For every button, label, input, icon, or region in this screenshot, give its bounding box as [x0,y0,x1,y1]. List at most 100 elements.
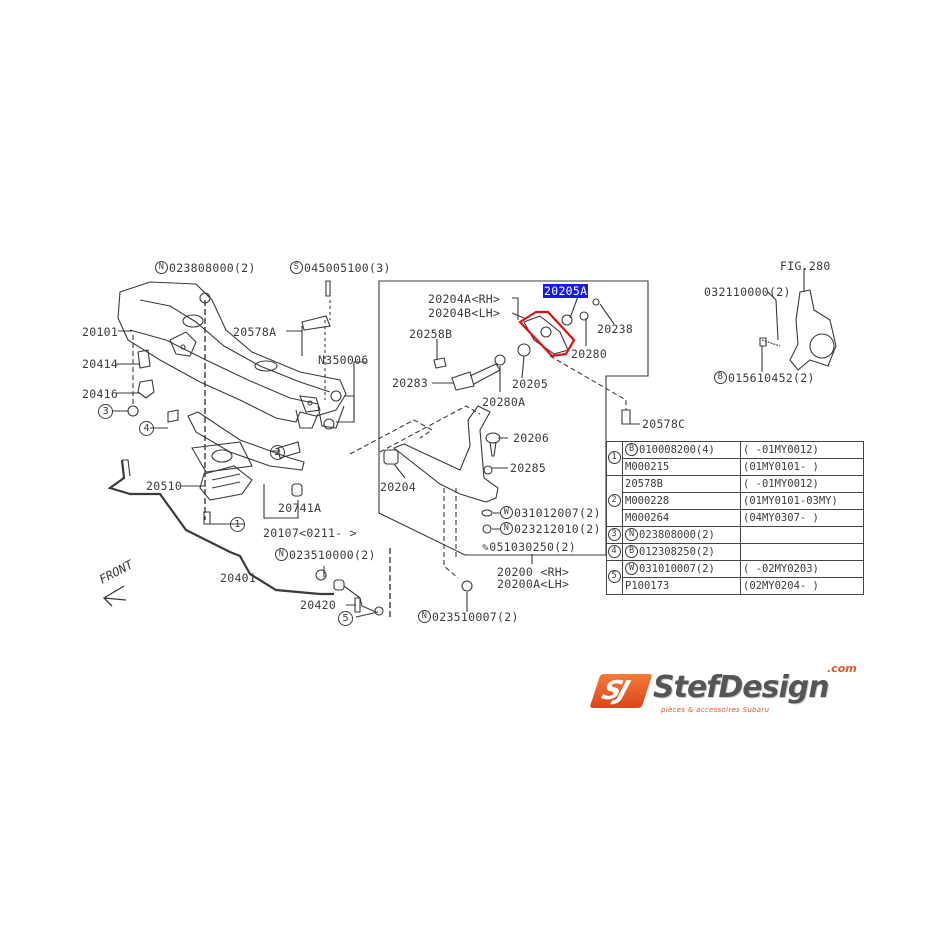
label-20414: 20414 [82,357,119,371]
part-number: M000215 [622,458,741,476]
label-20416: 20416 [82,387,119,401]
ref-5-icon: 5 [607,570,621,583]
label-20204: 20204 [380,480,417,494]
label-20200A: 20200A<LH> [497,577,570,591]
ref-2-icon: 2 [607,493,621,507]
label-20258B: 20258B [409,327,453,341]
bolt-20578C [621,409,631,425]
table-row: P100173 (02MY0204- ) [607,577,864,595]
label-20205: 20205 [512,377,549,391]
model-range: ( -01MY0012) [740,441,864,459]
crossmember-20101 [117,281,347,429]
logo-name: StefDesign [653,670,830,705]
model-range: (01MY0101-03MY) [740,492,864,510]
model-range [740,526,864,544]
label-fig280[interactable]: FIG.280 [780,259,831,273]
model-range [740,543,864,561]
ref-2: 2 [270,445,285,460]
washer-20205 [517,343,531,357]
part-number: 023808000(2) [639,529,715,541]
label-20101: 20101 [82,325,119,339]
label-20285: 20285 [510,461,547,475]
part-number: 010008200(4) [639,444,715,456]
n-mark-icon: N [500,522,513,535]
part-20205A [561,314,573,326]
bushing-20741A [291,483,303,497]
label-032110000: 032110000(2) [704,285,791,299]
selection-outline [518,310,576,358]
part-number: M000228 [622,492,741,510]
nut-20238 [592,298,600,306]
ref-3-icon: 3 [607,527,621,541]
stefdesign-logo[interactable]: SJ StefDesign .com pièces & accessoires … [589,662,857,726]
nut-023808000 [199,292,211,304]
ref-1-icon: 1 [607,451,621,464]
label-20205A-highlighted[interactable]: 20205A [543,284,589,298]
model-range: (04MY0307- ) [740,509,864,527]
n-mark-icon: N [155,261,168,274]
n-mark-icon: N [275,548,288,561]
control-arm-20200 [392,405,499,503]
label-20420: 20420 [300,598,337,612]
part-number: M000264 [622,509,741,527]
logo-tagline: pièces & accessoires Subaru [661,706,770,714]
bolt-20258B [433,357,447,369]
ball-joint-20206 [485,432,501,444]
table-row: M000228 (01MY0101-03MY) [607,492,864,510]
model-range: (02MY0204- ) [740,577,864,595]
label-20206: 20206 [513,431,550,445]
ref-3: 3 [98,404,113,419]
label-20578A: 20578A [233,325,277,339]
label-20200: 20200 <RH> [497,565,570,579]
table-row: M000215 (01MY0101- ) [607,458,864,476]
table-row: M000264 (04MY0307- ) [607,509,864,527]
label-20280A: 20280A [482,395,526,409]
part-number: P100173 [622,577,741,595]
ref-1: 1 [230,517,245,532]
part-number: 031010007(2) [639,563,715,575]
label-051030250: ✎051030250(2) [482,540,576,554]
label-20238: 20238 [597,322,634,336]
model-range: ( -01MY0012) [740,475,864,493]
clamp-20416 [137,379,155,399]
front-arrow-icon [102,585,127,607]
logo-mark-icon: SJ [589,674,653,708]
bracket-20578A [301,315,331,331]
plate-20510 [199,465,253,501]
label-20280: 20280 [571,347,608,361]
bolt-4 [167,409,179,423]
w-mark-icon: W [500,506,513,519]
part-number: 012308250(2) [639,546,715,558]
model-range: (01MY0101- ) [740,458,864,476]
bolt-045005100 [325,280,331,297]
nut-023510007 [461,580,473,592]
b-mark-icon: B [714,371,727,384]
bushing-20414 [137,349,151,369]
label-20107: 20107<0211- > [263,526,357,540]
n-mark-icon: N [625,527,638,541]
washer-20280A [494,354,506,366]
logo-tld: .com [827,662,857,675]
bracket-20283 [451,371,475,391]
support-20107 [187,411,305,471]
ref-4: 4 [139,421,154,436]
nut-20285 [483,465,493,475]
ref-5: 5 [338,611,353,626]
label-20510: 20510 [146,479,183,493]
knuckle-fig280 [789,289,837,371]
label-20204B: 20204B<LH> [428,306,501,320]
label-20401: 20401 [220,571,257,585]
